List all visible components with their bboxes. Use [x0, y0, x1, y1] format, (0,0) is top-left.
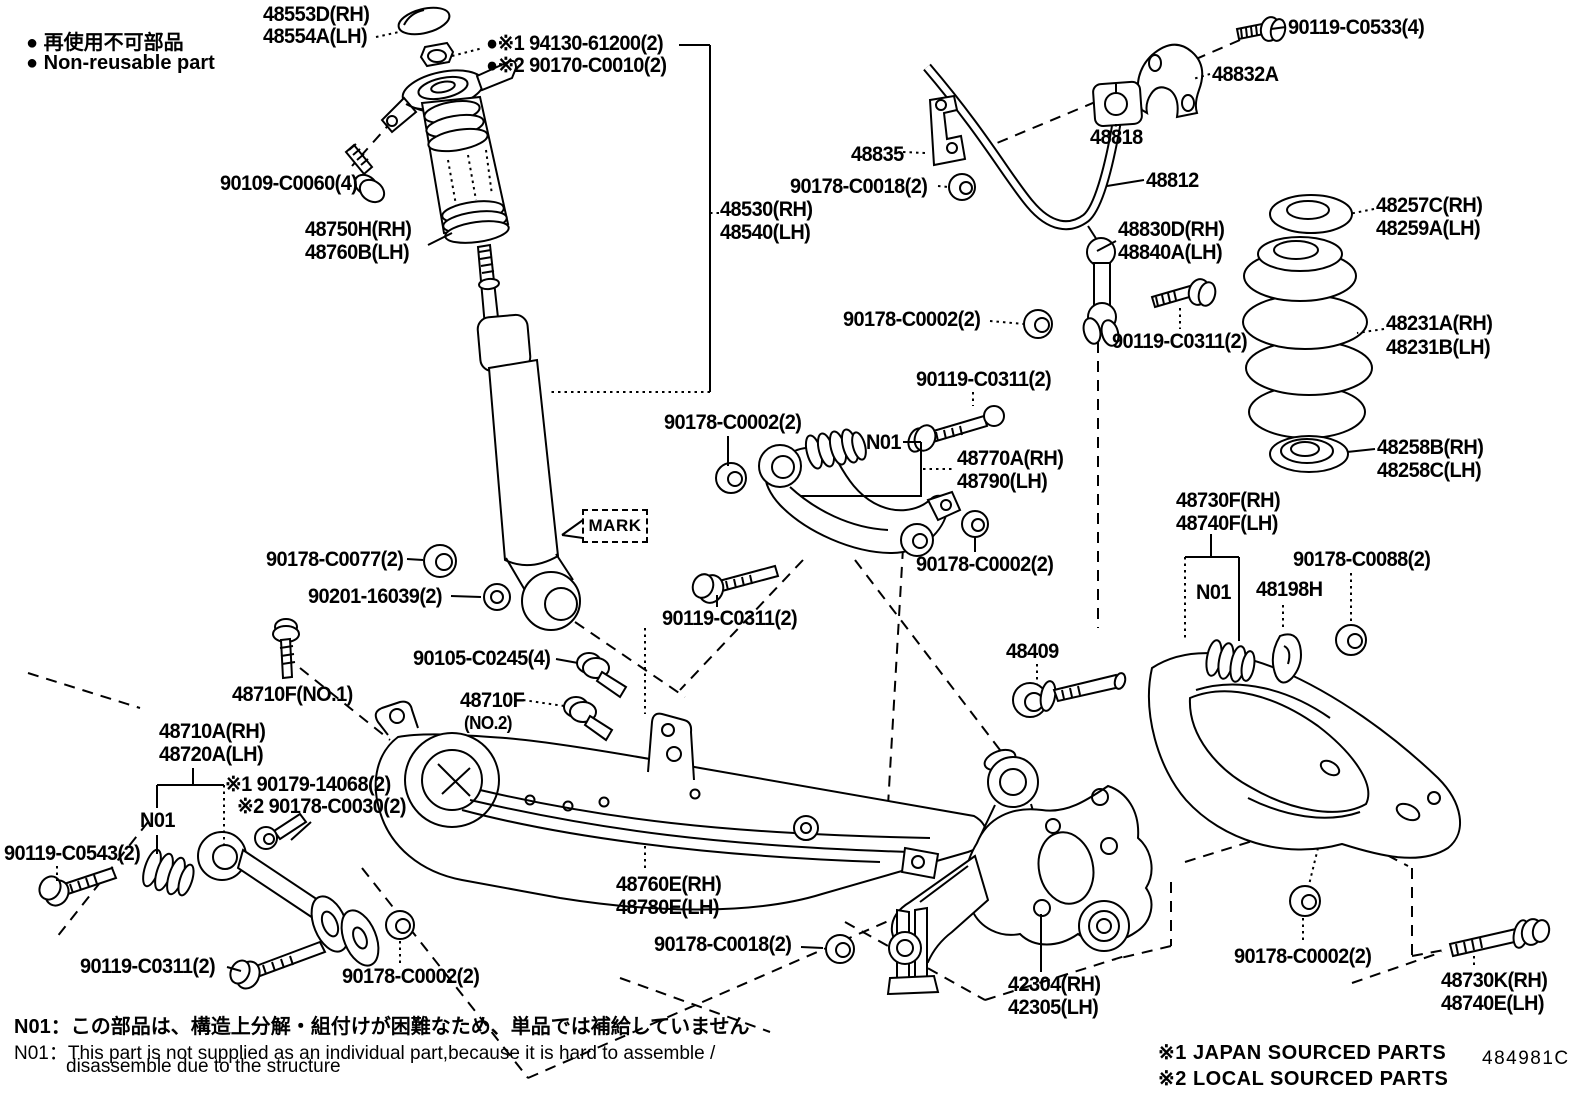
part-label-90178-c0088: 90178-C0088(2) — [1293, 548, 1431, 571]
part-label-48259a-lh: 48259A(LH) — [1376, 217, 1481, 240]
part-label-48710f-no2: (NO.2) — [464, 713, 512, 733]
part-label-90201-16039: 90201-16039(2) — [308, 585, 443, 608]
part-label-94130-61200: ●※1 94130-61200(2) — [486, 32, 664, 55]
part-label-48812: 48812 — [1146, 169, 1199, 192]
part-label-48540-lh: 48540(LH) — [720, 221, 811, 244]
mark-tag: MARK — [582, 509, 648, 543]
lower-fasteners-drawing — [825, 885, 1551, 964]
part-label-48840a-lh: 48840A(LH) — [1118, 241, 1223, 264]
part-label-48818: 48818 — [1090, 126, 1143, 149]
part-label-48231a-rh: 48231A(RH) — [1386, 312, 1493, 335]
trailing-arm-drawing — [38, 564, 987, 990]
part-label-48553d-rh: 48553D(RH) — [263, 3, 370, 26]
mark-tag-text: MARK — [588, 516, 642, 535]
note-n01-english-line2: disassemble due to the structure — [66, 1056, 341, 1077]
part-label-n01-c: N01 — [140, 809, 175, 832]
part-label-48760e-rh: 48760E(RH) — [616, 873, 722, 896]
part-label-48760b-lh: 48760B(LH) — [305, 241, 410, 264]
shock-absorber-drawing — [344, 6, 581, 631]
note-japan-sourced: ※1 JAPAN SOURCED PARTS — [1158, 1042, 1447, 1064]
part-label-n01-a: N01 — [866, 431, 901, 454]
part-label-90119-c0311-b: 90119-C0311(2) — [916, 368, 1052, 391]
legend-non-reusable-jp: ● 再使用不可部品 — [26, 32, 184, 54]
part-label-90178-c0002-b: 90178-C0002(2) — [664, 411, 802, 434]
part-label-42305-lh: 42305(LH) — [1008, 996, 1099, 1019]
part-label-90178-c0018-b: 90178-C0018(2) — [654, 933, 792, 956]
stabilizer-bar-drawing — [923, 16, 1287, 347]
part-label-48720a-lh: 48720A(LH) — [159, 743, 264, 766]
part-label-48832a: 48832A — [1212, 63, 1279, 86]
part-label-90119-c0311-c: 90119-C0311(2) — [662, 607, 798, 630]
part-label-90119-c0533: 90119-C0533(4) — [1288, 16, 1425, 39]
part-label-48740e-lh: 48740E(LH) — [1441, 992, 1545, 1015]
label-leader-lines — [56, 26, 1475, 972]
part-label-48740f-lh: 48740F(LH) — [1176, 512, 1278, 535]
part-label-90178-c0030: ※2 90178-C0030(2) — [237, 795, 407, 818]
note-n01-japanese: N01：この部品は、構造上分解・組付けが困難なため、単品では補給していません — [14, 1016, 750, 1038]
part-label-90105-c0245: 90105-C0245(4) — [413, 647, 551, 670]
part-label-90178-c0002-c: 90178-C0002(2) — [916, 553, 1054, 576]
part-label-90178-c0077: 90178-C0077(2) — [266, 548, 404, 571]
part-label-48554a-lh: 48554A(LH) — [263, 25, 368, 48]
part-label-90178-c0002-e: 90178-C0002(2) — [1234, 945, 1372, 968]
part-label-90119-c0311-a: 90119-C0311(2) — [1112, 330, 1248, 353]
part-label-48231b-lh: 48231B(LH) — [1386, 336, 1491, 359]
part-label-42304-rh: 42304(RH) — [1008, 973, 1101, 996]
knuckle-drawing — [886, 748, 1153, 996]
part-label-48770a-rh: 48770A(RH) — [957, 447, 1064, 470]
part-label-48710f: 48710F — [460, 689, 525, 712]
part-label-48830d-rh: 48830D(RH) — [1118, 218, 1225, 241]
part-label-90119-c0543: 90119-C0543(2) — [4, 842, 141, 865]
coil-spring-drawing — [1242, 194, 1373, 473]
note-n01-english-line1: N01：This part is not supplied as an indi… — [14, 1043, 716, 1064]
lower-control-arm-drawing — [1012, 624, 1462, 859]
part-label-48710f-no1: 48710F(NO.1) — [232, 683, 353, 706]
part-label-48730k-rh: 48730K(RH) — [1441, 969, 1548, 992]
note-local-sourced: ※2 LOCAL SOURCED PARTS — [1158, 1068, 1449, 1090]
legend-non-reusable-en: ● Non-reusable part — [26, 52, 215, 74]
part-label-90119-c0311-d: 90119-C0311(2) — [80, 955, 216, 978]
part-label-48835: 48835 — [851, 143, 904, 166]
part-label-48730f-rh: 48730F(RH) — [1176, 489, 1281, 512]
part-label-90170-c0010: ●※2 90170-C0010(2) — [486, 54, 667, 77]
part-label-48780e-lh: 48780E(LH) — [616, 896, 720, 919]
part-label-48750h-rh: 48750H(RH) — [305, 218, 412, 241]
part-label-90178-c0002-d: 90178-C0002(2) — [342, 965, 480, 988]
part-label-48710a-rh: 48710A(RH) — [159, 720, 266, 743]
part-label-48258c-lh: 48258C(LH) — [1377, 459, 1482, 482]
part-label-48258b-rh: 48258B(RH) — [1377, 436, 1484, 459]
drawing-code: 484981C — [1482, 1048, 1570, 1069]
part-label-90179-14068: ※1 90179-14068(2) — [225, 773, 391, 796]
part-label-48790-lh: 48790(LH) — [957, 470, 1048, 493]
part-label-48409: 48409 — [1006, 640, 1059, 663]
part-label-90178-c0002-a: 90178-C0002(2) — [843, 308, 981, 331]
assembly-dashed-lines — [27, 39, 1445, 1079]
part-label-48530-rh: 48530(RH) — [720, 198, 813, 221]
part-label-90178-c0018-a: 90178-C0018(2) — [790, 175, 928, 198]
part-label-48198h: 48198H — [1256, 578, 1323, 601]
part-label-n01-b: N01 — [1196, 581, 1231, 604]
part-label-48257c-rh: 48257C(RH) — [1376, 194, 1483, 217]
upper-control-arm-drawing — [715, 405, 1005, 557]
part-label-90109-c0060: 90109-C0060(4) — [220, 172, 358, 195]
